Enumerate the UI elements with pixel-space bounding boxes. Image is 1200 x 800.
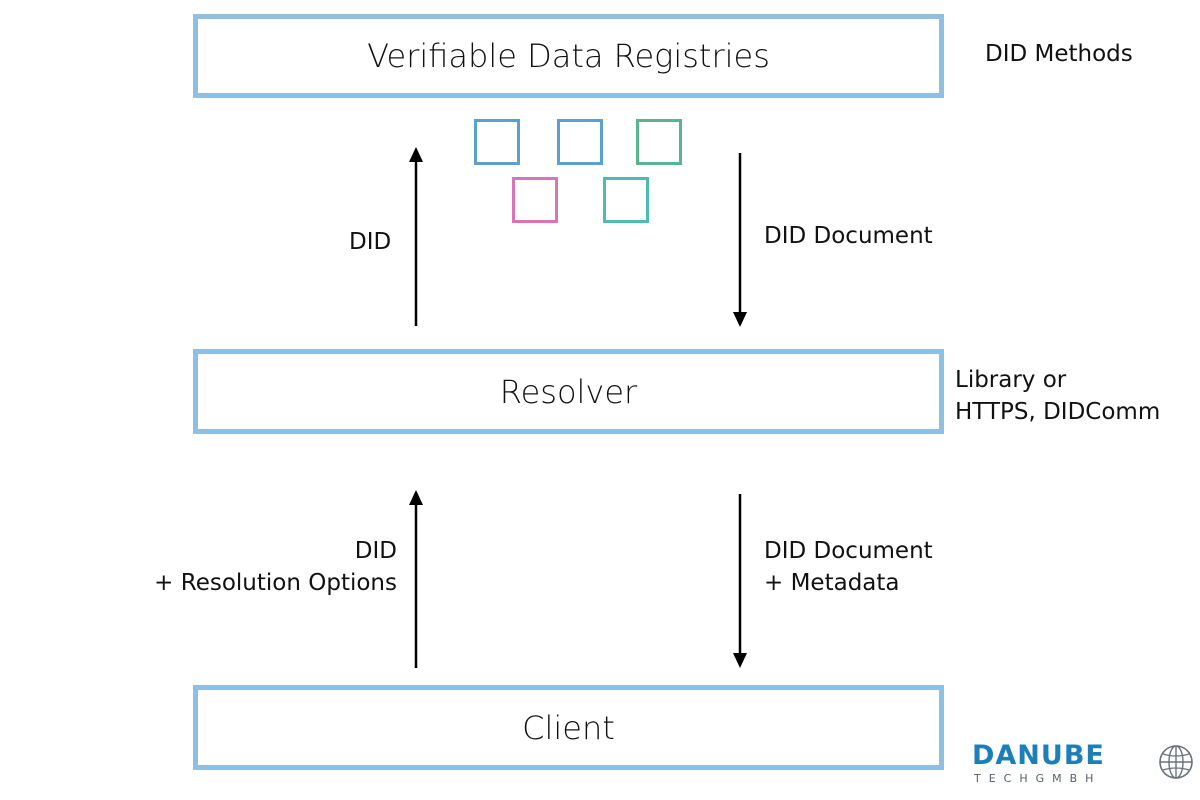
did-method-square [636,119,682,165]
did-document-response-label: DID Document [764,223,933,249]
globe-icon [1159,745,1193,779]
did-methods-label: DID Methods [985,41,1133,67]
arrow-did-document-down-top [733,153,747,327]
resolution-options-label: + Resolution Options [154,570,397,596]
did-request-label: DID [349,229,392,255]
did-method-square [474,119,520,165]
arrow-did-up-bottom [409,490,423,668]
did-label: DID [354,538,397,564]
logo-subtitle: TECHGMBH [974,772,1102,785]
resolver-protocol-label: HTTPS, DIDComm [955,399,1161,425]
did-method-square [603,177,649,223]
resolver-label: Resolver [499,372,638,411]
did-method-square [557,119,603,165]
metadata-label: + Metadata [764,570,900,596]
verifiable-data-registries-box: Verifiable Data Registries [193,14,944,98]
did-document-label: DID Document [764,538,933,564]
arrow-did-up-top [409,147,423,326]
arrow-did-document-down-bottom [733,494,747,668]
verifiable-data-registries-label: Verifiable Data Registries [367,37,770,75]
did-method-square [512,177,558,223]
resolver-box: Resolver [193,349,944,434]
client-label: Client [522,708,615,747]
danube-tech-logo: DANUBE TECHGMBH [972,741,1194,793]
logo-wordmark: DANUBE [972,740,1105,771]
resolver-library-label: Library or [955,367,1067,393]
client-box: Client [193,685,944,770]
